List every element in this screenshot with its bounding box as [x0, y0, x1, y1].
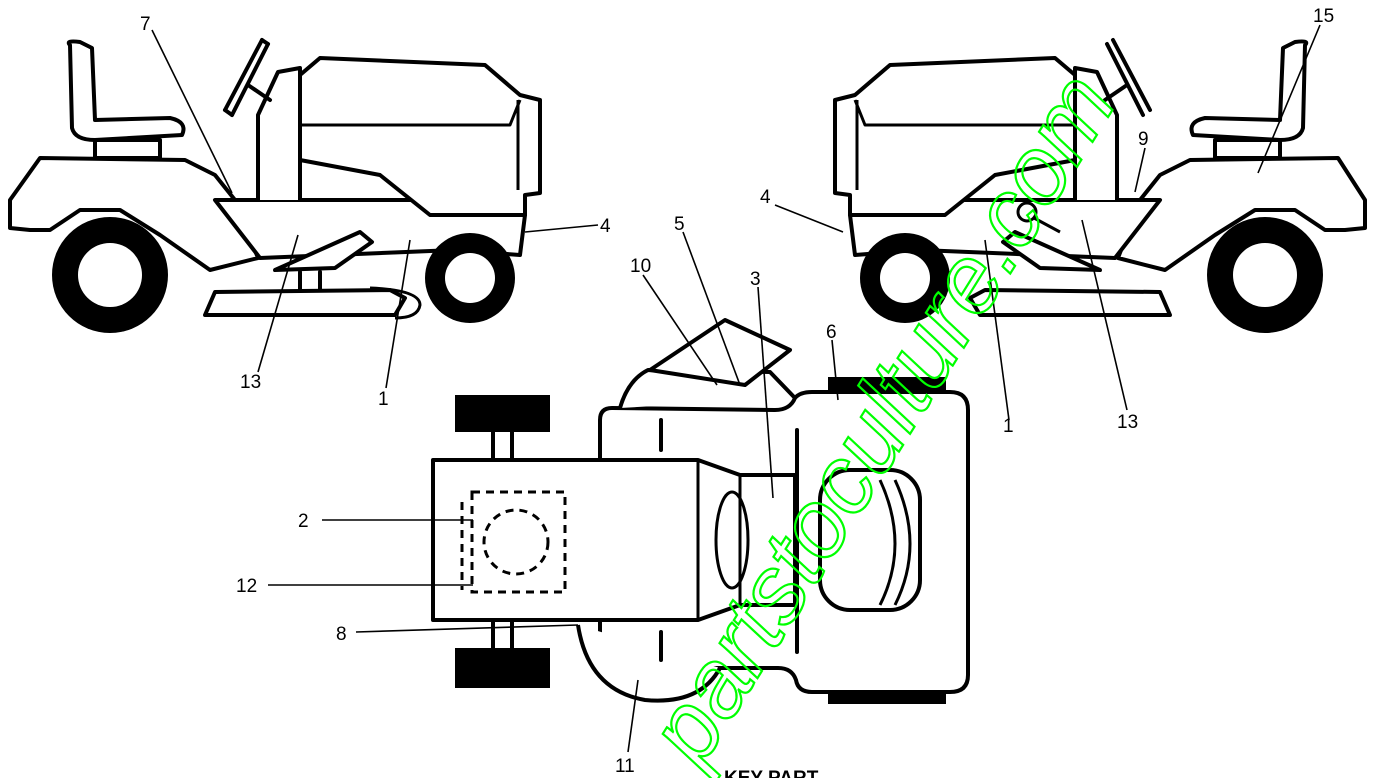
callout-5: 5 [674, 214, 685, 235]
callout-labels-left-view: 7 4 13 1 [140, 14, 611, 410]
tractor-right-side-view [833, 38, 1367, 333]
callout-10: 10 [630, 256, 651, 277]
callout-7: 7 [140, 14, 151, 35]
tractor-top-view [431, 318, 970, 704]
callout-8: 8 [336, 624, 347, 645]
callout-9: 9 [1138, 129, 1149, 150]
callout-6: 6 [826, 322, 837, 343]
callout-labels-top-view: 5 3 10 6 2 12 8 11 [236, 214, 837, 777]
callout-2: 2 [298, 511, 309, 532]
callout-13-left: 13 [240, 372, 261, 393]
callout-4-left: 4 [600, 216, 611, 237]
tractor-left-side-view [8, 38, 542, 333]
callout-1-left: 1 [378, 389, 389, 410]
callout-11: 11 [615, 756, 635, 777]
callout-15: 15 [1313, 6, 1334, 27]
callout-4-right: 4 [760, 187, 771, 208]
key-part-header: KEY PART [724, 768, 819, 778]
callout-12: 12 [236, 576, 257, 597]
callout-labels-right-view: 15 9 4 1 13 [760, 6, 1334, 437]
callout-13-right: 13 [1117, 412, 1138, 433]
callout-3: 3 [750, 269, 761, 290]
callout-1-right: 1 [1003, 416, 1014, 437]
leader-lines [151, 24, 1321, 753]
